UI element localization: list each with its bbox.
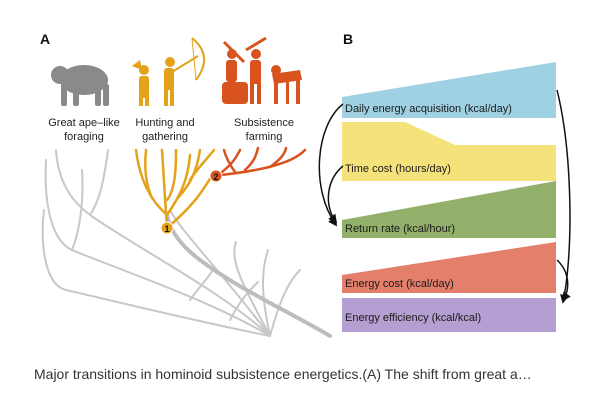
category-ape-line1: Great ape–like — [48, 117, 120, 129]
panel-b: B Daily energy acquisition (kcal/day) Ti… — [318, 31, 571, 332]
panel-b-label: B — [343, 31, 353, 47]
figure: A — [40, 31, 571, 338]
figure-caption: Major transitions in hominoid subsistenc… — [34, 366, 532, 382]
band-label-energy-efficiency: Energy efficiency (kcal/kcal) — [345, 312, 481, 324]
category-hunting-line2: gathering — [142, 131, 188, 143]
node-1: 1 — [160, 221, 174, 235]
category-farming-line1: Subsistence — [234, 117, 294, 129]
category-ape-line2: foraging — [64, 131, 104, 143]
band-label-daily-energy: Daily energy acquisition (kcal/day) — [345, 103, 512, 115]
arrow-cost-to-efficiency — [556, 259, 571, 302]
node-1-label: 1 — [164, 224, 169, 234]
band-daily-energy-acquisition — [342, 62, 556, 118]
panel-a-label: A — [40, 31, 50, 47]
farmers-icon — [222, 36, 302, 104]
hunter-gatherer-icon — [132, 37, 205, 106]
band-return-rate — [342, 181, 556, 238]
band-time-cost — [342, 122, 556, 181]
band-label-time-cost: Time cost (hours/day) — [345, 163, 451, 175]
ape-icon — [51, 65, 109, 106]
category-farming-line2: farming — [246, 131, 283, 143]
panel-a: A — [40, 31, 332, 338]
arrow-time-to-return — [327, 165, 344, 224]
arrow-acquisition-to-return — [318, 103, 344, 227]
band-energy-efficiency — [342, 298, 556, 332]
band-label-energy-cost: Energy cost (kcal/day) — [345, 278, 454, 290]
arrow-acquisition-to-efficiency — [556, 89, 571, 304]
band-label-return-rate: Return rate (kcal/hour) — [345, 223, 455, 235]
phylogeny-tree — [41, 146, 332, 338]
band-energy-cost — [342, 242, 556, 293]
category-hunting-line1: Hunting and — [135, 117, 194, 129]
node-2-label: 2 — [213, 172, 218, 182]
node-2: 2 — [209, 169, 223, 183]
